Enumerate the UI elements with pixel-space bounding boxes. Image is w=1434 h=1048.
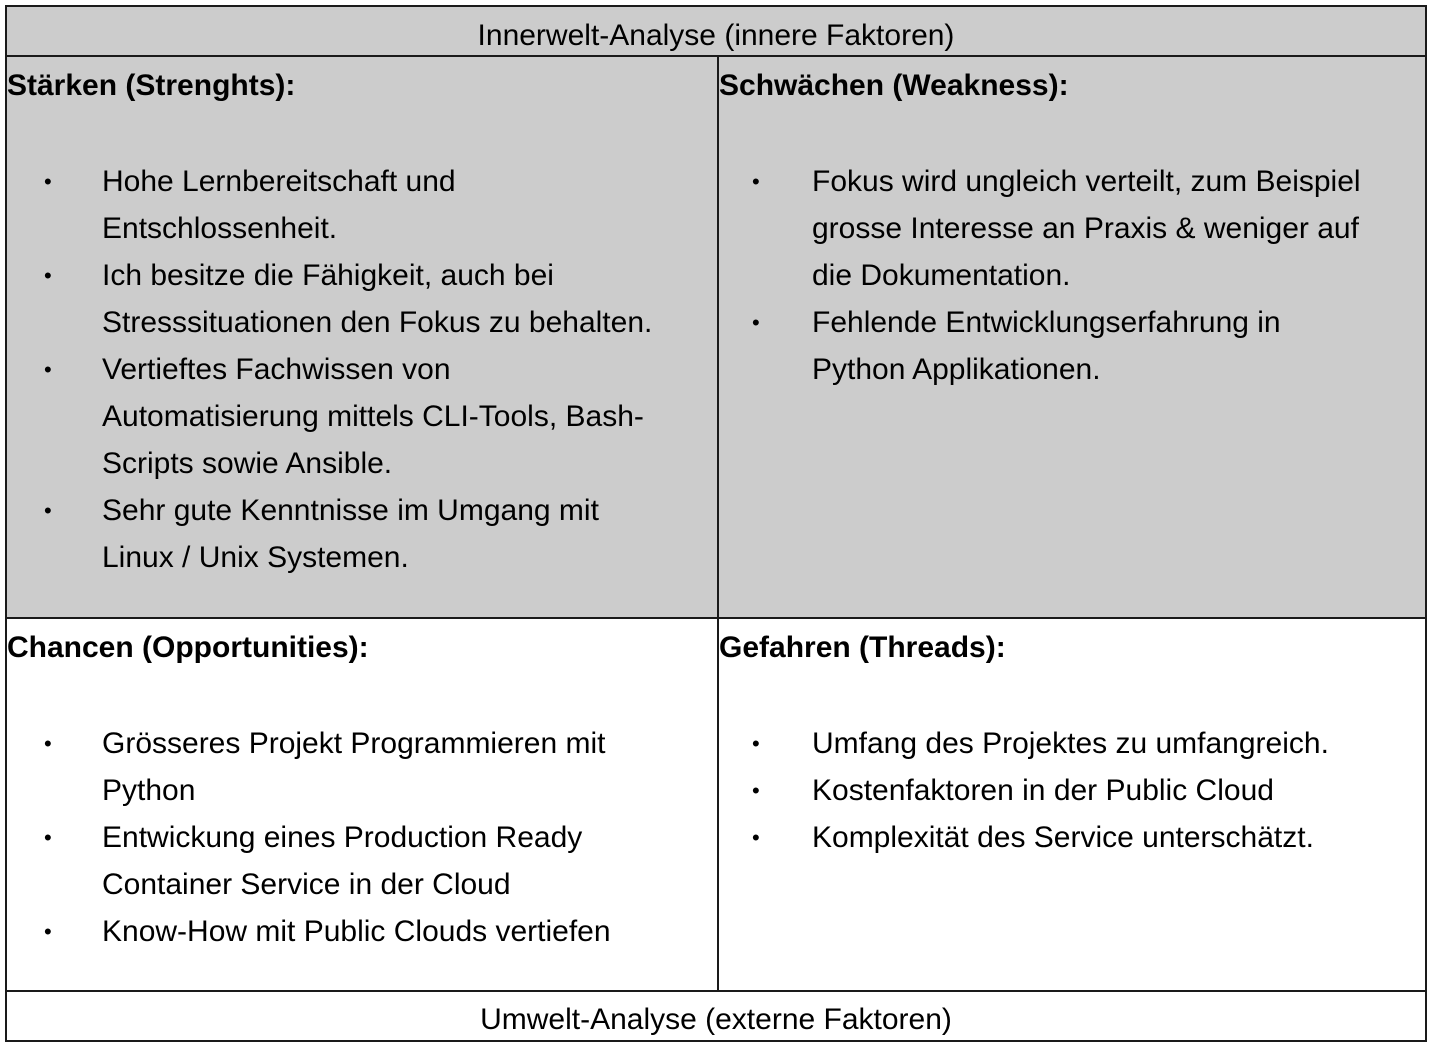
- bullet-icon: •: [752, 169, 760, 194]
- threats-cell: Gefahren (Threads): • Umfang des Projekte…: [717, 619, 1425, 994]
- weaknesses-list: • Fokus wird ungleich verteilt, zum Beisp…: [719, 158, 1425, 393]
- opportunities-cell: Chancen (Opportunities): • Grösseres Proj…: [7, 619, 717, 994]
- list-item-text: Sehr gute Kenntnisse im Umgang mit Linux…: [102, 494, 599, 574]
- bullet-icon: •: [44, 498, 52, 523]
- threats-heading: Gefahren (Threads):: [719, 631, 1006, 664]
- list-item-text: Fehlende Entwicklungserfahrung in Python…: [812, 306, 1281, 386]
- bullet-icon: •: [44, 825, 52, 850]
- list-item: • Grösseres Projekt Programmieren mit Pyt…: [7, 720, 717, 814]
- list-item: • Komplexität des Service unterschätzt.: [719, 814, 1425, 861]
- list-item-text: Komplexität des Service unterschätzt.: [812, 821, 1314, 854]
- weaknesses-cell: Schwächen (Weakness): • Fokus wird unglei…: [717, 57, 1425, 619]
- opportunities-list: • Grösseres Projekt Programmieren mit Pyt…: [7, 720, 717, 955]
- bullet-icon: •: [752, 731, 760, 756]
- list-item-text: Umfang des Projektes zu umfangreich.: [812, 727, 1329, 760]
- list-item-text: Vertieftes Fachwissen von Automatisierun…: [102, 353, 644, 480]
- list-item: • Ich besitze die Fähigkeit, auch bei Str…: [7, 252, 717, 346]
- strengths-cell: Stärken (Strenghts): • Hohe Lernbereitsch…: [7, 57, 717, 619]
- list-item-text: Hohe Lernbereitschaft und Entschlossenhe…: [102, 165, 456, 245]
- list-item: • Fokus wird ungleich verteilt, zum Beisp…: [719, 158, 1425, 299]
- list-item-text: Ich besitze die Fähigkeit, auch bei Stre…: [102, 259, 653, 339]
- bullet-icon: •: [44, 731, 52, 756]
- weaknesses-heading: Schwächen (Weakness):: [719, 69, 1069, 102]
- list-item: • Sehr gute Kenntnisse im Umgang mit Linu…: [7, 487, 717, 581]
- threats-list: • Umfang des Projektes zu umfangreich. • Ko…: [719, 720, 1425, 861]
- list-item-text: Kostenfaktoren in der Public Cloud: [812, 774, 1274, 807]
- external-factors-footer: Umwelt-Analyse (externe Faktoren): [7, 990, 1425, 1040]
- bullet-icon: •: [752, 825, 760, 850]
- list-item-text: Entwickung eines Production Ready Contai…: [102, 821, 583, 901]
- bullet-icon: •: [44, 263, 52, 288]
- strengths-heading: Stärken (Strenghts):: [7, 69, 296, 102]
- bullet-icon: •: [752, 778, 760, 803]
- list-item: • Entwickung eines Production Ready Conta…: [7, 814, 717, 908]
- list-item: • Hohe Lernbereitschaft und Entschlossenh…: [7, 158, 717, 252]
- list-item-text: Fokus wird ungleich verteilt, zum Beispi…: [812, 165, 1361, 292]
- bullet-icon: •: [752, 310, 760, 335]
- list-item: • Kostenfaktoren in der Public Cloud: [719, 767, 1425, 814]
- internal-factors-header: Innerwelt-Analyse (innere Faktoren): [7, 7, 1425, 57]
- bullet-icon: •: [44, 169, 52, 194]
- bullet-icon: •: [44, 357, 52, 382]
- swot-table: Innerwelt-Analyse (innere Faktoren) Stär…: [5, 5, 1427, 1042]
- list-item-text: Grösseres Projekt Programmieren mit Pyth…: [102, 727, 606, 807]
- list-item-text: Know-How mit Public Clouds vertiefen: [102, 915, 611, 948]
- opportunities-heading: Chancen (Opportunities):: [7, 631, 369, 664]
- strengths-list: • Hohe Lernbereitschaft und Entschlossenh…: [7, 158, 717, 581]
- list-item: • Know-How mit Public Clouds vertiefen: [7, 908, 717, 955]
- list-item: • Umfang des Projektes zu umfangreich.: [719, 720, 1425, 767]
- bullet-icon: •: [44, 919, 52, 944]
- list-item: • Vertieftes Fachwissen von Automatisieru…: [7, 346, 717, 487]
- list-item: • Fehlende Entwicklungserfahrung in Pytho…: [719, 299, 1425, 393]
